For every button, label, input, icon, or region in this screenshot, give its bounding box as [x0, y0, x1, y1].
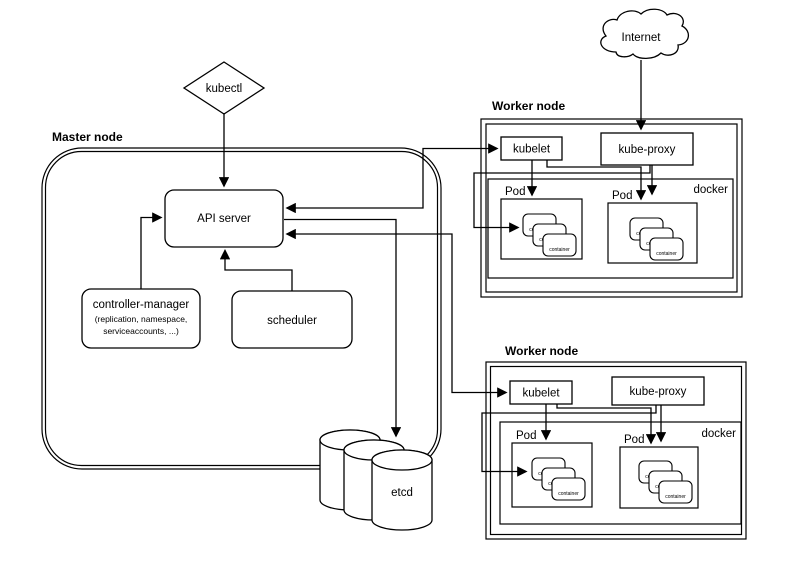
worker-1-pod-2-label: Pod [612, 190, 632, 202]
edges [140, 60, 667, 477]
worker-node-2-title: Worker node [505, 344, 578, 358]
worker-1-kube-proxy-node: kube-proxy [600, 132, 694, 166]
internet-label: Internet [622, 32, 662, 44]
worker-2-kube-proxy-label: kube-proxy [630, 386, 687, 398]
scheduler-label: scheduler [267, 315, 317, 327]
worker-1-pod-1: Pod container container container [500, 186, 583, 260]
container-label: container [558, 491, 579, 497]
worker-1-kubelet-label: kubelet [513, 144, 551, 156]
edge-kubelet-1-to-pod-2 [546, 160, 647, 201]
worker-1-docker-box [487, 178, 734, 279]
worker-2-pod-2-label: Pod [624, 434, 644, 446]
worker-2-pod-1-label: Pod [516, 430, 536, 442]
kubectl-node: kubectl [182, 61, 266, 115]
controller-manager-detail-2: serviceaccounts, ...) [103, 326, 179, 336]
etcd-cylinder-front [371, 449, 433, 531]
worker-2-pod-2: Pod container container container [619, 434, 699, 509]
container-stack: container container container [522, 213, 577, 257]
api-server-label: API server [197, 213, 251, 225]
edge-kube-proxy-2-to-pod-1-containers [481, 405, 657, 477]
edge-api-server-to-kubelet-1 [285, 143, 499, 214]
container-label: container [549, 247, 570, 253]
worker-1-kubelet-node: kubelet [500, 136, 563, 161]
controller-manager-label: controller-manager [93, 299, 190, 311]
edge-api-server-to-kubelet-2 [285, 228, 508, 398]
worker-2-kubelet-label: kubelet [522, 388, 560, 400]
container-stack: container container container [531, 457, 586, 501]
edge-kube-proxy-1-to-pod-1-containers [473, 165, 651, 233]
container-stack: container container container [638, 460, 693, 504]
worker-2-docker-box [499, 421, 742, 525]
worker-1-docker-label: docker [693, 184, 728, 196]
container-stack: container container container [629, 217, 684, 261]
api-server-node: API server [164, 189, 284, 248]
master-node: Master node API server controller-manage… [41, 130, 442, 470]
worker-1-kube-proxy-label: kube-proxy [619, 144, 676, 156]
container-label: container [656, 251, 677, 257]
worker-node-2-border-outer [485, 361, 747, 540]
etcd-label: etcd [391, 487, 413, 499]
worker-2-kubelet-node: kubelet [509, 380, 573, 405]
cloud-icon [600, 8, 689, 60]
worker-1-pod-1-label: Pod [505, 186, 525, 198]
container-label: container [665, 494, 686, 500]
worker-node-1-title: Worker node [492, 99, 565, 113]
controller-manager-detail-1: (replication, namespace, [95, 314, 188, 324]
worker-1-pod-2: Pod container container container [607, 190, 698, 264]
etcd-node: etcd [319, 429, 433, 531]
internet-cloud-node: Internet [600, 8, 689, 60]
edge-scheduler-to-api-server [219, 248, 293, 291]
edge-kubelet-2-to-pod-2 [556, 404, 657, 445]
master-node-title: Master node [52, 130, 123, 144]
worker-node-2: Worker node kubelet kube-proxy docker Po… [485, 344, 747, 540]
worker-2-pod-1: Pod container container container [511, 430, 593, 508]
worker-node-1: Worker node kubelet kube-proxy docker Po… [480, 99, 743, 298]
scheduler-node: scheduler [231, 290, 353, 349]
edge-controller-manager-to-api-server [140, 212, 163, 289]
worker-2-kube-proxy-node: kube-proxy [611, 376, 705, 406]
kubectl-label: kubectl [206, 83, 242, 95]
controller-manager-node: controller-manager (replication, namespa… [81, 288, 201, 349]
worker-2-docker-label: docker [701, 428, 736, 440]
